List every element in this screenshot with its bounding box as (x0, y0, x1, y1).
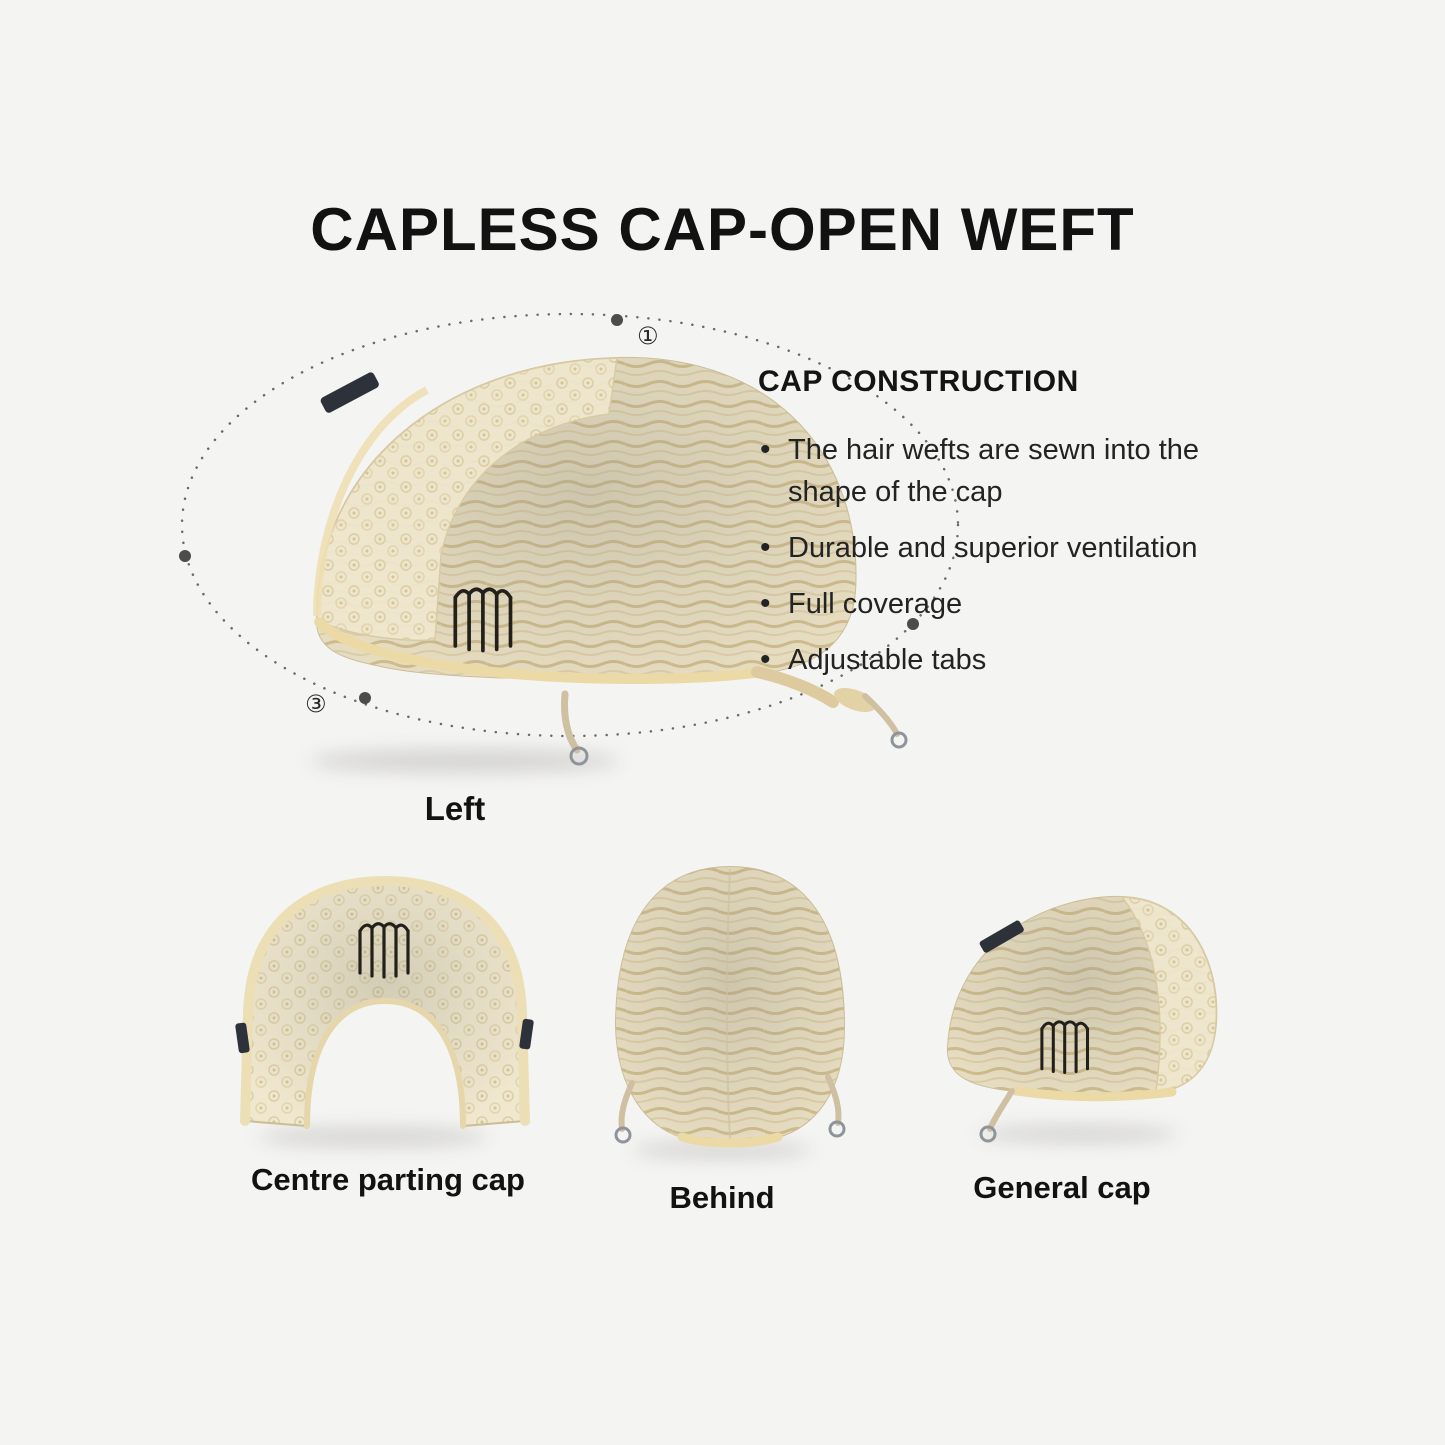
adjustable-strap (862, 693, 900, 737)
tab-clip (979, 920, 1024, 953)
adjustable-strap (825, 1074, 842, 1126)
bullet-item: The hair wefts are sewn into the shape o… (758, 428, 1253, 513)
marker-1-label: ① (637, 322, 659, 350)
strap-hook (614, 1126, 632, 1144)
page-title: CAPLESS CAP-OPEN WEFT (310, 196, 1135, 263)
adjustable-strap (987, 1088, 1015, 1132)
tab-clip (320, 372, 379, 413)
adjustable-strap (561, 690, 581, 754)
cap-construction-heading: CAP CONSTRUCTION (758, 365, 1079, 398)
left-cap-illustration: ① ③ (179, 312, 960, 766)
strap-hook (890, 731, 908, 749)
centre-seam (726, 868, 731, 1140)
centre-parting-cap (235, 875, 534, 1129)
view-label-left: Left (424, 790, 486, 827)
view-label-centre-parting: Centre parting cap (251, 1162, 525, 1197)
general-cap-shadow (978, 1126, 1178, 1142)
arch-shading (245, 881, 525, 1126)
left-cap (313, 356, 908, 766)
strap-hook (979, 1125, 997, 1143)
bullet-item: Durable and superior ventilation (758, 526, 1253, 570)
bullet-item: Full coverage (758, 582, 1253, 626)
centre-parting-cap-illustration (235, 875, 534, 1129)
lace-panel (1120, 896, 1218, 1092)
bottom-trim (1011, 1086, 1177, 1102)
bullet-item: Adjustable tabs (758, 638, 1253, 682)
bottom-trim (677, 1132, 783, 1148)
inner-trim (304, 997, 466, 1129)
front-edge-trim (313, 386, 429, 617)
bottom-trim (314, 617, 766, 685)
construction-bullet-list: The hair wefts are sewn into the shape o… (758, 428, 1253, 682)
marker-3-label: ③ (305, 690, 327, 718)
dashed-orbit (180, 312, 960, 738)
orbit-dot (359, 692, 371, 704)
tab-clip (235, 1022, 250, 1054)
centre-cap-shadow (258, 1128, 488, 1146)
general-cap-illustration (946, 895, 1218, 1143)
behind-cap-illustration (614, 865, 846, 1148)
general-cap (946, 895, 1218, 1143)
lace-panel (316, 357, 618, 642)
strap-hook (828, 1120, 846, 1138)
tab-clip (519, 1018, 534, 1050)
view-label-general: General cap (973, 1170, 1151, 1205)
view-label-behind: Behind (669, 1180, 775, 1215)
strap-hook (569, 746, 589, 766)
dome-shading (616, 867, 844, 1141)
adjustable-strap (618, 1080, 635, 1132)
left-cap-shadow (310, 750, 620, 772)
orbit-dot (611, 314, 623, 326)
behind-cap (614, 865, 846, 1148)
outer-trim (240, 875, 530, 1126)
behind-cap-shadow (632, 1142, 812, 1158)
cap-construction-section: CAP CONSTRUCTION The hair wefts are sewn… (758, 365, 1253, 695)
orbit-dot (179, 550, 191, 562)
